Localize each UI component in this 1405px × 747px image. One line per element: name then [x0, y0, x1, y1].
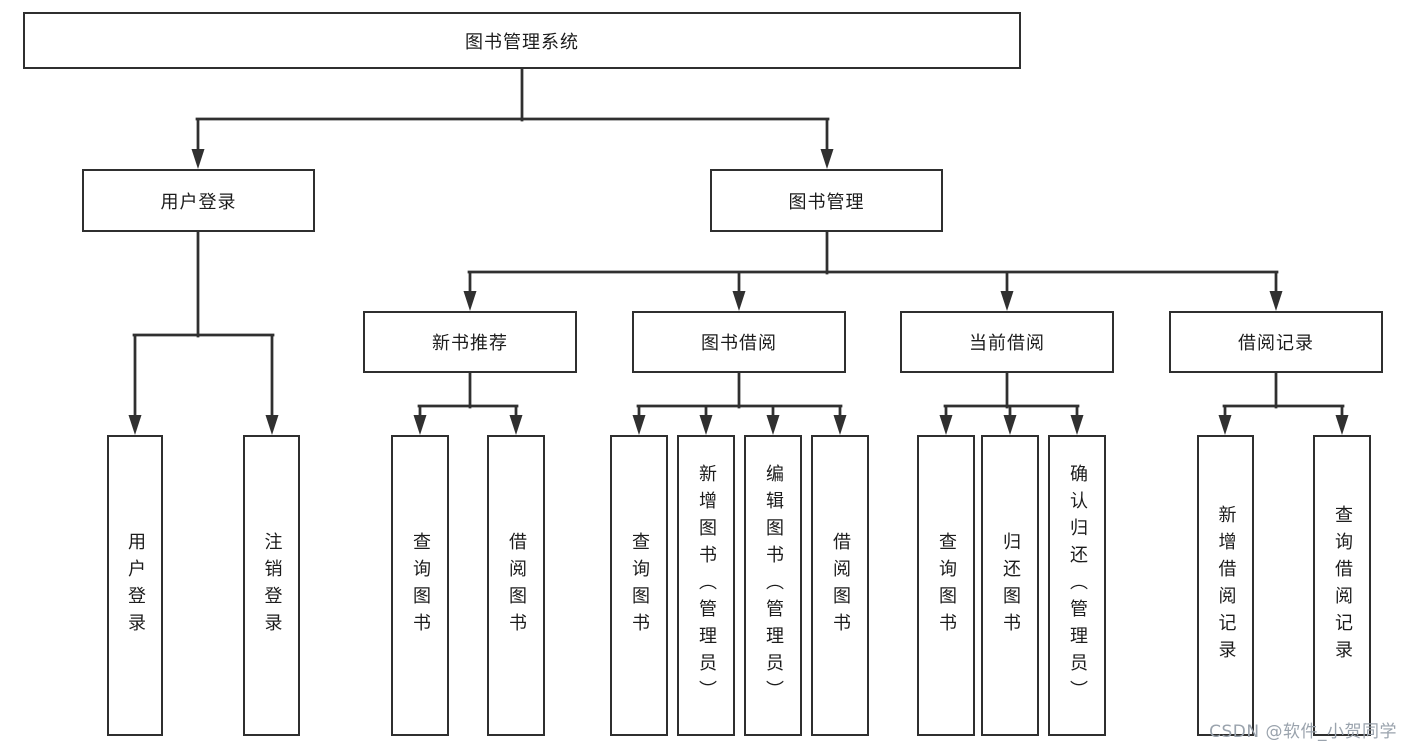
leaf-borrow-books-recommend: 借阅图书	[487, 435, 545, 736]
node-label: 用户登录	[160, 191, 237, 213]
leaf-label: 新增图书（管理员）	[696, 464, 717, 707]
node-label: 当前借阅	[969, 333, 1045, 354]
connector-userlogin-to-leaves	[132, 230, 275, 421]
connector-current-to-leaves	[943, 371, 1080, 419]
arrowhead-icon	[1070, 415, 1084, 435]
connector-borrowing-to-leaves	[636, 371, 843, 419]
arrowhead-icon	[939, 415, 953, 435]
leaf-query-books-borrowing: 查询图书	[610, 435, 668, 736]
arrowhead-icon	[632, 415, 646, 435]
leaf-label: 新增借阅记录	[1215, 504, 1237, 667]
connector-records-to-leaves	[1222, 371, 1345, 419]
leaf-logout: 注销登录	[243, 435, 300, 736]
leaf-label: 借阅图书	[830, 531, 851, 640]
csdn-watermark: CSDN @软件_小贺同学	[1209, 722, 1397, 742]
node-user-login: 用户登录	[82, 169, 315, 232]
leaf-borrow-books-borrowing: 借阅图书	[811, 435, 869, 736]
arrowhead-icon	[820, 149, 834, 169]
arrowhead-icon	[191, 149, 205, 169]
leaf-confirm-return-admin: 确认归还（管理员）	[1048, 435, 1106, 736]
arrowhead-icon	[833, 415, 847, 435]
arrowhead-icon	[699, 415, 713, 435]
leaf-add-borrow-record: 新增借阅记录	[1197, 435, 1254, 736]
arrowhead-icon	[1000, 291, 1014, 311]
leaf-label: 查询借阅记录	[1332, 504, 1353, 667]
leaf-query-books-recommend: 查询图书	[391, 435, 449, 736]
arrowhead-icon	[128, 415, 142, 435]
leaf-return-books: 归还图书	[981, 435, 1039, 736]
node-book-borrowing: 图书借阅	[632, 311, 846, 373]
arrowhead-icon	[1218, 415, 1232, 435]
connector-root-to-level2	[195, 67, 830, 153]
leaf-label: 查询图书	[936, 531, 957, 640]
arrowhead-icon	[732, 291, 746, 311]
leaf-label: 查询图书	[410, 531, 431, 640]
arrowheads	[128, 149, 1349, 435]
node-label: 借阅记录	[1238, 333, 1314, 354]
leaf-label: 确认归还（管理员）	[1067, 464, 1088, 707]
node-borrowing-records: 借阅记录	[1169, 311, 1383, 373]
leaf-label: 查询图书	[629, 531, 650, 640]
leaf-user-login: 用户登录	[107, 435, 163, 736]
node-label: 图书管理	[788, 191, 865, 213]
leaf-query-borrow-record: 查询借阅记录	[1313, 435, 1371, 736]
node-label: 图书借阅	[701, 333, 777, 354]
leaf-edit-books-admin: 编辑图书（管理员）	[744, 435, 802, 736]
node-label: 新书推荐	[432, 333, 508, 354]
arrowhead-icon	[413, 415, 427, 435]
node-current-borrowing: 当前借阅	[900, 311, 1114, 373]
node-label: 图书管理系统	[465, 31, 579, 53]
leaf-add-books-admin: 新增图书（管理员）	[677, 435, 735, 736]
arrowhead-icon	[1269, 291, 1283, 311]
leaf-label: 借阅图书	[506, 531, 527, 640]
node-book-management: 图书管理	[710, 169, 943, 232]
arrowhead-icon	[766, 415, 780, 435]
node-new-book-recommendation: 新书推荐	[363, 311, 577, 373]
leaf-label: 编辑图书（管理员）	[763, 464, 784, 707]
arrowhead-icon	[509, 415, 523, 435]
connector-bookmgmt-to-level3	[467, 230, 1279, 297]
arrowhead-icon	[1003, 415, 1017, 435]
node-library-management-system: 图书管理系统	[23, 12, 1021, 69]
connector-newbook-to-leaves	[417, 371, 519, 419]
leaf-query-books-current: 查询图书	[917, 435, 975, 736]
leaf-label: 注销登录	[261, 531, 283, 640]
arrowhead-icon	[265, 415, 279, 435]
leaf-label: 归还图书	[1000, 531, 1021, 640]
arrowhead-icon	[463, 291, 477, 311]
arrowhead-icon	[1335, 415, 1349, 435]
leaf-label: 用户登录	[125, 531, 146, 640]
